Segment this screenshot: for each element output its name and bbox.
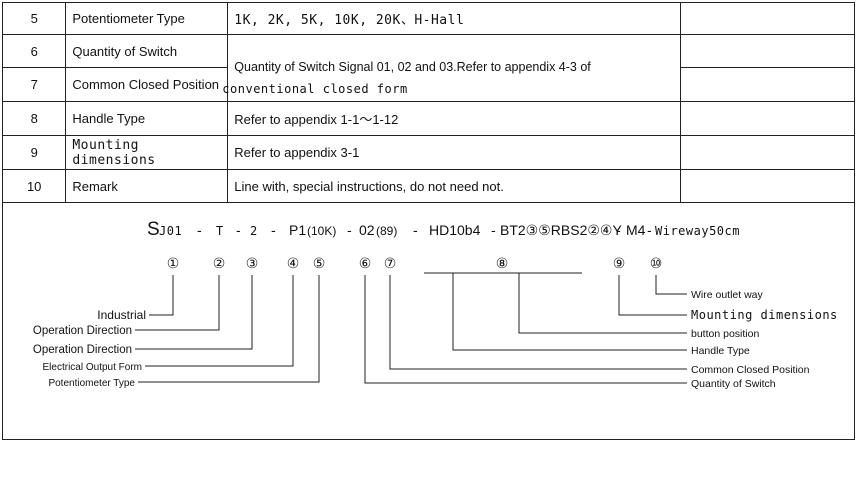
code-prefix-s: S [147, 219, 160, 240]
leader-line-3 [135, 275, 253, 350]
leader-line-8 [452, 273, 687, 351]
leader-line-1 [149, 275, 174, 316]
row-blank-cell [679, 2, 856, 35]
code-p1: P1 [289, 222, 306, 238]
code-j01: J01 [159, 224, 182, 238]
markers: ① ② ③ ④ ⑤ ⑥ ⑦ ⑧ ⑨ ⑩ [167, 255, 663, 271]
code-m4: M4 [626, 222, 646, 238]
table-row: 8 Handle Type Refer to appendix 1-1～1-12 [1, 101, 856, 136]
row-number: 10 [1, 169, 67, 203]
row-blank-cell [679, 34, 856, 68]
row-blank-cell [679, 135, 856, 170]
row-blank-cell [679, 67, 856, 102]
leader-line-6 [364, 275, 687, 384]
label-operation-direction: Operation Direction [33, 344, 132, 356]
row-name: Mounting dimensions [65, 135, 229, 170]
row-name: Quantity of Switch [65, 34, 229, 68]
marker-8: ⑧ [496, 255, 509, 271]
marker-9: ⑨ [613, 255, 626, 271]
table-row: 10 Remark Line with, special instruction… [1, 169, 856, 203]
code-dash: - [347, 222, 352, 238]
row-number: 6 [1, 34, 67, 68]
marker-7: ⑦ [384, 255, 397, 271]
merged-line-1: Quantity of Switch Signal 01, 02 and 03.… [234, 60, 591, 74]
marker-1: ① [167, 255, 180, 271]
code-dash: - [271, 222, 276, 238]
label-handle-type: Handle Type [691, 345, 750, 357]
code-dash: - [413, 222, 418, 238]
code-p1-value: (10K) [307, 224, 336, 238]
row-number: 5 [1, 2, 67, 35]
label-button-position: button position [691, 328, 759, 340]
row-number: 8 [1, 101, 67, 136]
row-number: 7 [1, 67, 67, 102]
code-t: T [216, 224, 224, 238]
table-row: 5 Potentiometer Type 1K, 2K, 5K, 10K, 20… [1, 2, 856, 35]
marker-3: ③ [246, 255, 259, 271]
code-button-position: BT2③⑤RBS2②④Y [500, 222, 622, 238]
model-code-diagram: S J01 - T - 2 - P1 (10K) - 02 (89) - HD1… [2, 203, 855, 440]
table-row: 6 Quantity of Switch Quantity of Switch … [1, 34, 856, 102]
code-dash: - [616, 222, 621, 238]
code-dash: - [197, 222, 202, 238]
code-02-value: (89) [376, 224, 397, 238]
leader-line-7 [389, 275, 687, 370]
marker-6: ⑥ [359, 255, 372, 271]
leader-lines [135, 272, 687, 384]
marker-10: ⑩ [650, 255, 663, 271]
row-name: Handle Type [65, 101, 229, 136]
label-operation-direction: Operation Direction [33, 325, 132, 337]
label-quantity-of-switch: Quantity of Switch [691, 378, 776, 390]
table-row: 9 Mounting dimensions Refer to appendix … [1, 135, 856, 170]
code-dash: - [236, 222, 241, 238]
code-handle: HD10b4 [429, 222, 481, 238]
model-code-svg: S J01 - T - 2 - P1 (10K) - 02 (89) - HD1… [33, 219, 838, 390]
table-row: 7 Common Closed Position [1, 67, 856, 102]
marker-4: ④ [287, 255, 300, 271]
leader-line-9 [618, 275, 687, 316]
row-description-merged: Quantity of Switch Signal 01, 02 and 03.… [222, 34, 681, 102]
label-potentiometer-type: Potentiometer Type [48, 378, 135, 389]
spec-table: 5 Potentiometer Type 1K, 2K, 5K, 10K, 20… [1, 2, 856, 203]
code-dash: - [647, 222, 652, 238]
leader-line-2 [135, 275, 220, 331]
row-number: 9 [1, 135, 67, 170]
row-description: Refer to appendix 1-1～1-12 [227, 101, 681, 136]
row-description: Refer to appendix 3-1 [227, 135, 681, 170]
code-02: 02 [359, 222, 375, 238]
row-description: Line with, special instructions, do not … [227, 169, 681, 203]
leader-line-4 [145, 275, 294, 367]
leader-line-5 [138, 275, 320, 383]
right-labels: Wire outlet way Mounting dimensions butt… [691, 289, 838, 390]
code-two: 2 [250, 224, 258, 238]
code-wireway: Wireway50cm [655, 224, 740, 238]
row-name: Common Closed Position [65, 67, 229, 102]
marker-5: ⑤ [313, 255, 326, 271]
row-description: 1K, 2K, 5K, 10K, 20K、H-Hall [227, 2, 681, 35]
label-electrical-output-form: Electrical Output Form [43, 362, 142, 373]
leader-line-button [518, 273, 687, 334]
row-blank-cell [679, 101, 856, 136]
leader-line-10 [655, 275, 687, 295]
label-wire-outlet-way: Wire outlet way [691, 289, 764, 301]
row-name: Potentiometer Type [65, 2, 229, 35]
merged-line-2: conventional closed form [222, 82, 408, 96]
row-name: Remark [65, 169, 229, 203]
model-code-line: S J01 - T - 2 - P1 (10K) - 02 (89) - HD1… [147, 219, 740, 240]
left-labels: Industrial Operation Direction Operation… [33, 308, 146, 389]
marker-2: ② [213, 255, 226, 271]
code-dash: - [491, 222, 496, 238]
label-industrial: Industrial [97, 308, 146, 322]
row-blank-cell [679, 169, 856, 203]
label-mounting-dimensions: Mounting dimensions [691, 308, 838, 322]
label-common-closed-position: Common Closed Position [691, 364, 810, 376]
